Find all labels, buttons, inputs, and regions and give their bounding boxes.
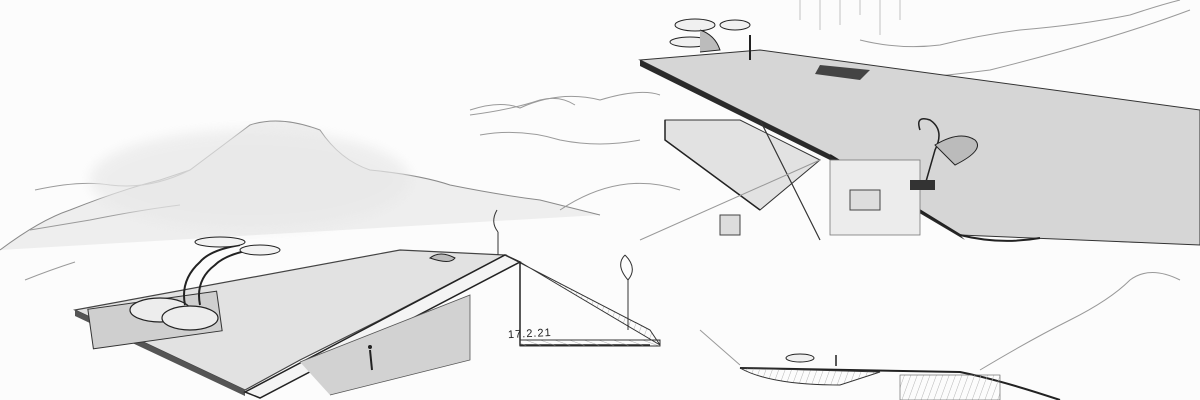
roof-deck-top-right <box>638 18 1200 246</box>
signature-date: 17.2.21 <box>507 326 552 342</box>
elevation-bottom-right <box>699 272 1181 400</box>
roof-slab-left <box>73 209 661 399</box>
